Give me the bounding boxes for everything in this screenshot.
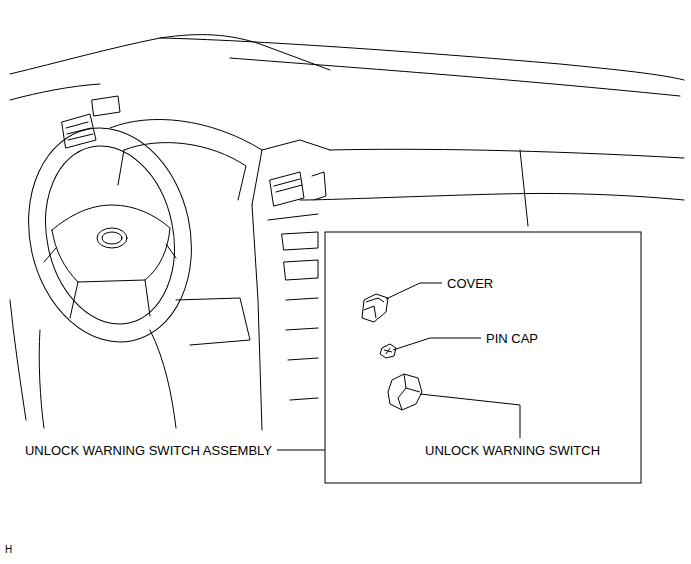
leader-line [386,283,442,299]
part-drawings [362,294,422,410]
leader-line [277,450,325,451]
figure-code: H [5,544,12,556]
leader-line [420,394,520,438]
inset-frame [325,232,641,483]
switch-part [388,374,422,410]
pin-cap-part [380,344,396,358]
leader-lines [277,283,520,450]
part-name: UNLOCK WARNING SWITCH ASSEMBLY [25,443,272,458]
part-name: UNLOCK WARNING SWITCH [425,443,600,458]
part-name: PIN CAP [486,331,538,346]
cover-part [362,294,388,322]
leader-line [393,338,481,350]
part-name: COVER [447,276,493,291]
